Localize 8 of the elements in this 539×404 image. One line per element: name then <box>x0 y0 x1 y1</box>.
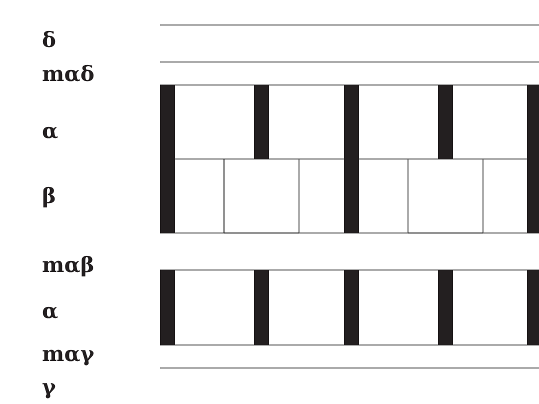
row-label: α <box>42 119 58 143</box>
row-label: mαδ <box>42 62 94 86</box>
row-label: β <box>42 184 56 208</box>
row-label: mαβ <box>42 253 94 277</box>
row-label: δ <box>42 28 56 52</box>
row-label: γ <box>42 375 56 399</box>
row-label: mαγ <box>42 342 94 366</box>
row-label: α <box>42 299 58 323</box>
